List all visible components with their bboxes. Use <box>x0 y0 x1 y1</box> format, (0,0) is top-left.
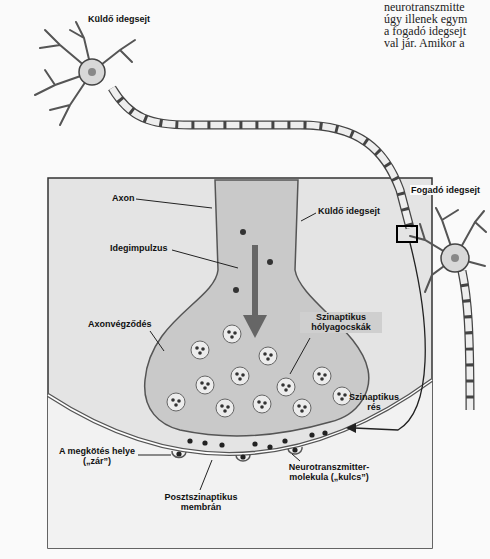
molecule-dot <box>267 259 273 265</box>
receptor-site <box>172 451 186 458</box>
sending-neuron-soma <box>79 59 105 85</box>
vesicle <box>196 376 214 394</box>
inset-panel <box>48 178 432 548</box>
book-text: val jár. Amikor a <box>384 37 465 49</box>
vesicle <box>277 378 295 396</box>
part-label: Küldő idegsejt <box>318 206 380 216</box>
nucleus <box>451 254 459 262</box>
part-label: A megkötés helye („zár”) <box>56 446 138 467</box>
axon-terminal <box>145 180 369 436</box>
arrow-shaft <box>252 245 258 318</box>
vesicle <box>293 399 311 417</box>
vesicle <box>223 325 241 343</box>
part-label: Szinaptikus rés <box>345 392 403 413</box>
vesicle <box>216 399 234 417</box>
vesicle <box>191 341 209 359</box>
impulse-arrow <box>233 229 273 338</box>
receiving-neuron-soma <box>441 244 469 272</box>
vesicle <box>253 395 271 413</box>
book-text: úgy illenek egym <box>384 13 467 25</box>
part-label: Axonvégződés <box>88 319 152 329</box>
part-label: Neurotranszmitter-molekula („kulcs”) <box>280 462 378 483</box>
part-label: Küldő idegsejt <box>88 14 150 24</box>
vesicle <box>231 367 249 385</box>
part-label: Szinaptikus hólyagocskák <box>300 312 382 333</box>
axon-outline <box>112 88 410 228</box>
synaptic-vesicles <box>167 325 351 417</box>
myelin-sheath <box>112 88 410 228</box>
part-label: Fogadó idegsejt <box>410 185 481 195</box>
sending-neuron-dendrites <box>35 22 135 125</box>
vesicle <box>259 347 277 365</box>
vesicle <box>333 387 351 405</box>
axon-outline <box>462 271 470 410</box>
leader-line <box>292 454 300 461</box>
leader-lines <box>136 199 316 490</box>
book-text: neurotranszmitte <box>384 1 465 13</box>
leader-line <box>137 455 171 456</box>
molecule-dot <box>233 287 239 293</box>
pointer-head <box>346 423 356 433</box>
myelin-sheath <box>462 271 470 410</box>
part-label: Posztszinaptikus membrán <box>150 492 252 513</box>
leader-line <box>150 331 164 351</box>
arrow-head <box>243 315 267 338</box>
part-label: Idegimpulzus <box>110 243 168 253</box>
book-text: a fogadó idegsejt <box>384 25 466 37</box>
nucleus <box>88 68 96 76</box>
leader-line <box>200 460 212 490</box>
vesicle <box>313 367 331 385</box>
magnify-marker <box>397 226 417 242</box>
leader-line <box>301 213 316 221</box>
receptor-site <box>288 447 302 454</box>
neurotransmitter-molecules <box>176 430 327 459</box>
leader-line <box>136 199 212 208</box>
receptor-sites <box>172 447 302 461</box>
molecule-dot <box>240 229 246 235</box>
receiving-neuron-dendrites <box>410 208 486 292</box>
leader-line <box>290 338 310 374</box>
part-label: Axon <box>112 193 135 203</box>
vesicle <box>167 393 185 411</box>
receptor-site <box>236 455 250 461</box>
leader-line <box>172 250 238 268</box>
